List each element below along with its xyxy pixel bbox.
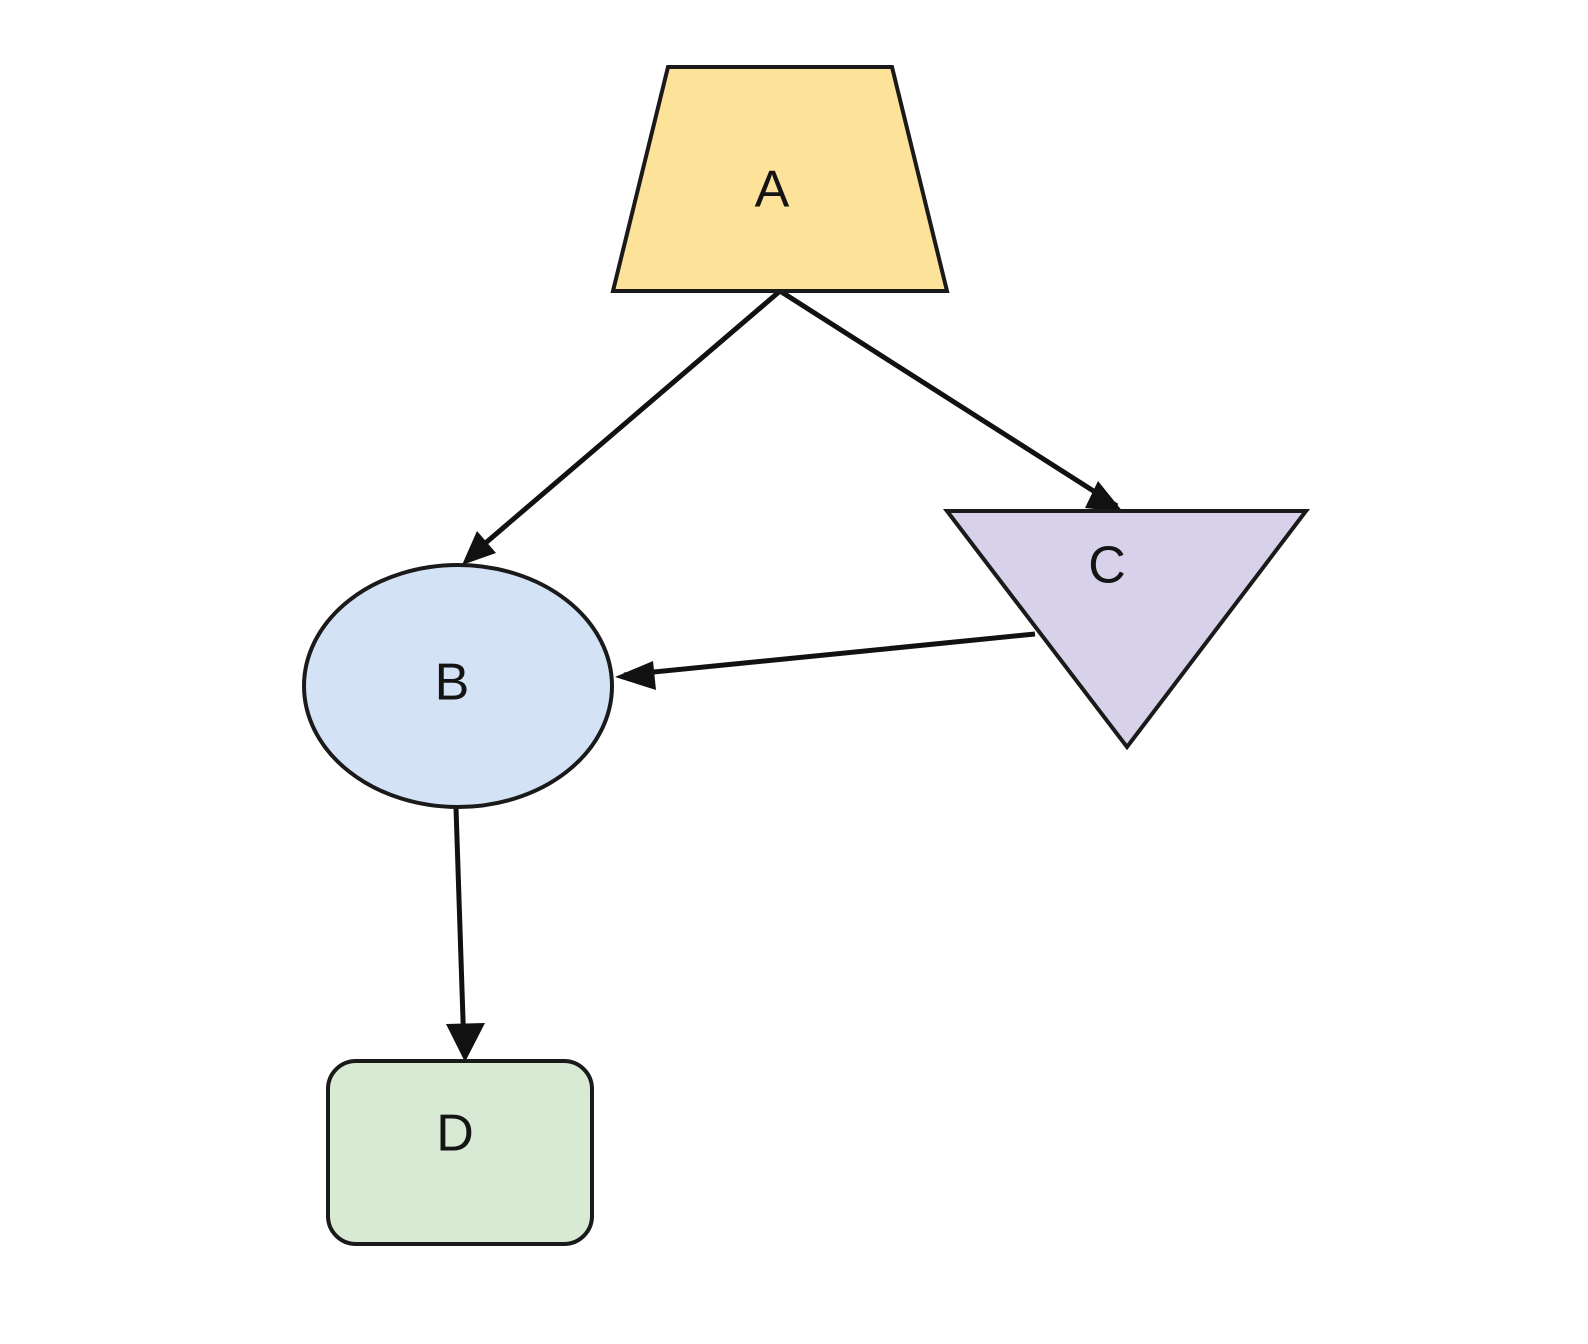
node-b[interactable]: B	[302, 563, 614, 809]
edge-a-to-c-arrowhead-icon	[1085, 481, 1123, 512]
node-d-rounded-rect-shape[interactable]	[326, 1059, 594, 1246]
node-c-triangle-shape[interactable]	[942, 509, 1311, 751]
edges-layer	[446, 288, 1123, 1062]
node-a[interactable]: A	[610, 65, 950, 293]
node-b-ellipse-shape[interactable]	[302, 563, 614, 809]
edge-b-to-d[interactable]	[446, 807, 485, 1062]
edge-c-to-b-arrowhead-icon	[615, 661, 656, 690]
edge-c-to-b[interactable]	[615, 631, 1036, 690]
edge-a-to-c-line	[778, 288, 1119, 509]
edge-a-to-c[interactable]	[778, 288, 1123, 512]
edge-a-to-b[interactable]	[462, 289, 782, 565]
node-d[interactable]: D	[326, 1059, 594, 1246]
node-a-trapezoid-shape[interactable]	[610, 65, 950, 293]
edge-b-to-d-arrowhead-icon	[446, 1023, 485, 1062]
edge-b-to-d-line	[453, 807, 467, 1051]
edge-a-to-b-line	[466, 289, 782, 560]
edge-c-to-b-line	[623, 631, 1036, 678]
edge-a-to-b-arrowhead-icon	[462, 531, 496, 565]
